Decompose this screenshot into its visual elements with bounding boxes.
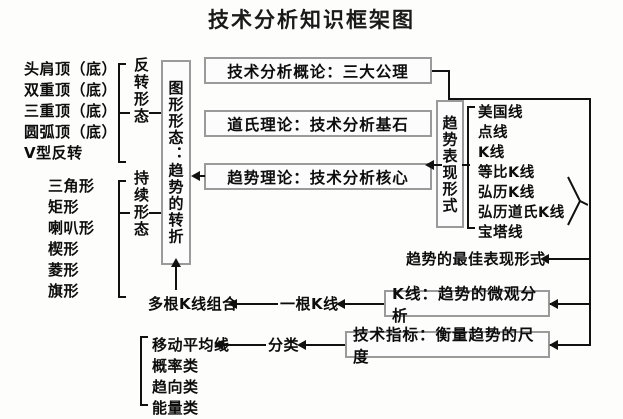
- class-to-items-arrow: [214, 340, 223, 350]
- reversal-pattern-list: 头肩顶（底） 双重顶（底） 三重顶（底） 圆弧顶（底） V型反转: [24, 59, 117, 164]
- indicator-box[interactable]: 技术指标：衡量趋势的尺度: [345, 326, 550, 366]
- continuation-to-pattern-connector: [149, 212, 161, 214]
- list-item: 菱形: [48, 261, 80, 279]
- list-item: 美国线: [478, 105, 523, 121]
- list-item: 弘历道氏K线: [478, 205, 565, 221]
- single-to-multi-arrow: [228, 299, 237, 309]
- trend-forms-list: 美国线 点线 K线 等比K线 弘历K线 弘历道氏K线 宝塔线: [478, 103, 565, 243]
- list-item: V型反转: [24, 144, 83, 162]
- list-item: 三重顶（底）: [24, 102, 118, 120]
- single-kline-label: 一根K线: [280, 295, 339, 313]
- trend-forms-brace: [566, 175, 589, 235]
- trend-form-top-stem: [448, 70, 450, 100]
- list-item: K线: [478, 145, 505, 161]
- list-item: 喇叭形: [48, 219, 95, 237]
- trend-to-pattern-line: [200, 175, 205, 177]
- list-item: 能量类: [152, 399, 199, 417]
- list-item: 宝塔线: [478, 225, 523, 241]
- right-spine: [589, 98, 591, 346]
- list-item: 三角形: [48, 177, 95, 195]
- list-item: 概率类: [152, 357, 199, 375]
- right-spine-top-line: [448, 98, 591, 100]
- trend-forms-bracket-stem: [462, 164, 470, 166]
- list-item: 弘历K线: [478, 185, 535, 201]
- indicator-to-class-arrow: [297, 340, 306, 350]
- theory-box-trend[interactable]: 趋势理论：技术分析核心: [204, 163, 432, 190]
- list-item: 趋向类: [152, 378, 199, 396]
- list-item: 圆弧顶（底）: [24, 123, 118, 141]
- continuation-pattern-label: 持续形态: [132, 170, 150, 238]
- list-item: 旗形: [48, 282, 80, 300]
- best-trend-form-label: 趋势的最佳表现形式: [406, 250, 546, 268]
- pattern-form-box[interactable]: 图形形态：趋势的转折: [161, 60, 191, 265]
- reversal-bracket-stem: [118, 112, 130, 114]
- kline-to-single-arrow: [336, 299, 345, 309]
- list-item: 移动平均线: [152, 336, 230, 354]
- indicator-box-right-line: [550, 344, 590, 346]
- list-item: 等比K线: [478, 165, 535, 181]
- theory-box-overview[interactable]: 技术分析概论：三大公理: [204, 57, 432, 84]
- theory-box-dow[interactable]: 道氏理论：技术分析基石: [204, 110, 432, 137]
- list-item: 双重顶（底）: [24, 81, 118, 99]
- class-to-items-line: [222, 344, 266, 346]
- kline-box-right-arrow: [549, 299, 558, 309]
- list-item: 楔形: [48, 240, 80, 258]
- pattern-box-bottom-stem: [175, 265, 177, 290]
- page-title: 技术分析知识框架图: [208, 8, 415, 32]
- best-form-line: [548, 258, 590, 260]
- classification-label: 分类: [268, 336, 300, 354]
- single-to-multi-line: [236, 303, 278, 305]
- list-item: 头肩顶（底）: [24, 60, 118, 78]
- kline-box-right-line: [550, 303, 590, 305]
- continuation-bracket-stem: [118, 212, 130, 214]
- list-item: 矩形: [48, 198, 80, 216]
- continuation-pattern-list: 三角形 矩形 喇叭形 楔形 菱形 旗形: [48, 176, 95, 302]
- trend-form-left-arrow: [425, 160, 434, 170]
- kline-box[interactable]: K线：趋势的微观分析: [384, 285, 550, 325]
- trend-to-pattern-arrow: [191, 171, 200, 181]
- kline-to-single-line: [344, 303, 384, 305]
- multi-kline-label: 多根K线组合: [148, 295, 238, 313]
- reversal-to-pattern-connector: [149, 112, 161, 114]
- indicator-items-list: 移动平均线 概率类 趋向类 能量类: [152, 335, 230, 419]
- list-item: 点线: [478, 125, 508, 141]
- indicator-box-right-arrow: [549, 340, 558, 350]
- best-form-arrow: [540, 254, 549, 264]
- reversal-pattern-label: 反转形态: [132, 57, 150, 125]
- indicator-to-class-line: [305, 344, 345, 346]
- pattern-box-up-arrow: [171, 258, 181, 267]
- trend-theory-to-form-line: [432, 164, 442, 166]
- overview-to-trendform-line: [432, 70, 450, 72]
